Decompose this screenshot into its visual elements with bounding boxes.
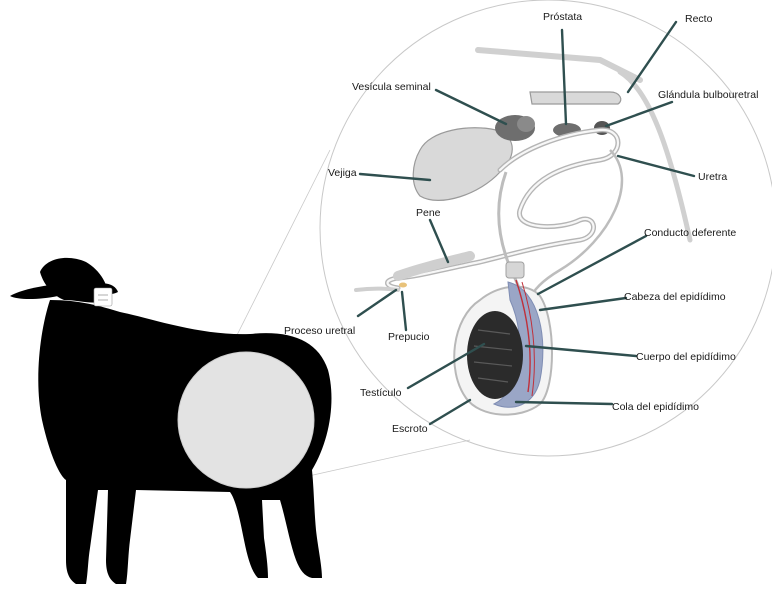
urethral-process [399,283,407,288]
ear-tag-icon [94,288,112,306]
label-uretra: Uretra [698,171,727,183]
label-proceso-uretral: Proceso uretral [284,325,355,337]
label-prepucio: Prepucio [388,331,430,343]
pelvic-urethra-sheath [530,92,621,104]
label-glandula-bulbouretral: Glándula bulbouretral [658,89,758,101]
label-conducto-deferente: Conducto deferente [644,227,736,239]
label-prostata: Próstata [543,11,582,23]
label-recto: Recto [685,13,713,25]
label-cola-epididimo: Cola del epidídimo [612,401,699,413]
highlight-circle [178,352,314,488]
label-testiculo: Testículo [360,387,402,399]
label-cabeza-epididimo: Cabeza del epidídimo [624,291,726,303]
label-pene: Pene [416,207,441,219]
label-cuerpo-epididimo: Cuerpo del epidídimo [636,351,736,363]
label-escroto: Escroto [392,423,428,435]
label-vejiga: Vejiga [328,167,357,179]
label-vesicula-seminal: Vesícula seminal [352,81,431,93]
testis [467,311,523,399]
